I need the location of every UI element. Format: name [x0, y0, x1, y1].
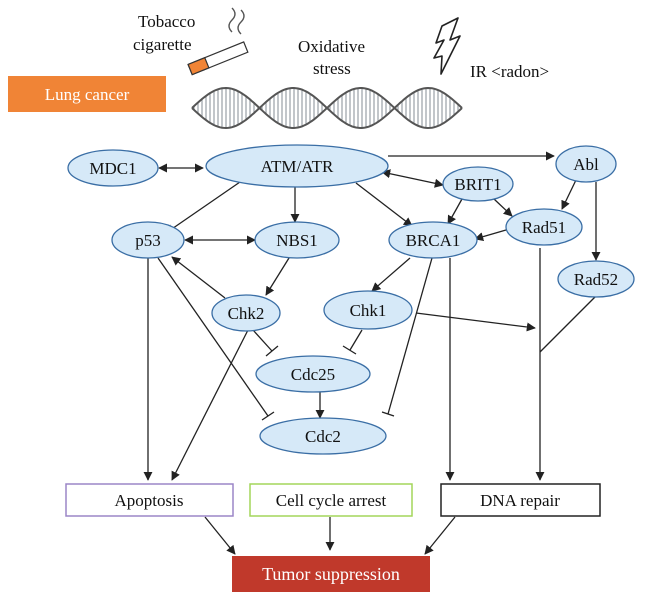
edge-atm-brca1: [355, 182, 413, 227]
tumor-suppression-label: Tumor suppression: [262, 564, 400, 584]
node-brit1-label: BRIT1: [454, 175, 501, 194]
node-abl-label: Abl: [573, 155, 599, 174]
node-cdc25: Cdc25: [255, 355, 371, 393]
edge-chk2-cdc25-bar: [265, 345, 279, 357]
lightning-icon: [433, 17, 461, 75]
tumor-suppression-box: Tumor suppression: [232, 556, 430, 592]
edge-brit1-rad51: [493, 198, 513, 217]
edge-chk2-apoptosis: [171, 329, 249, 481]
node-brca1-label: BRCA1: [406, 231, 461, 250]
edge-brca1-cdc2: [387, 257, 433, 415]
node-chk1-label: Chk1: [350, 301, 387, 320]
edge-chk1-right: [415, 312, 536, 332]
apoptosis-label: Apoptosis: [115, 491, 184, 510]
tobacco-label-line2: cigarette: [133, 35, 192, 54]
oxidative-label-line2: stress: [313, 59, 351, 78]
cell-cycle-arrest-label: Cell cycle arrest: [276, 491, 387, 510]
edge-brca1-chk1: [371, 257, 411, 292]
node-chk2: Chk2: [211, 294, 281, 332]
node-abl: Abl: [555, 145, 617, 183]
edge-nbs1-chk2: [265, 257, 290, 296]
edge-p53-cdc2-bar: [261, 411, 275, 421]
edge-chk1-cdc25: [349, 329, 363, 351]
node-atm-atr-label: ATM/ATR: [261, 157, 334, 176]
edge-chk1-cdc25-bar: [342, 345, 357, 355]
edge-chk2-cdc25: [252, 329, 273, 352]
edge-rad52-join: [539, 295, 597, 353]
node-atm-atr: ATM/ATR: [205, 144, 389, 188]
edge-atm-p53: [165, 181, 241, 234]
dna-repair-label: DNA repair: [480, 491, 560, 510]
edge-chk2-p53: [171, 256, 226, 299]
edge-brca1-cdc2-bar: [381, 411, 395, 417]
node-nbs1: NBS1: [254, 221, 340, 259]
tobacco-label-line1: Tobacco: [138, 12, 195, 31]
outcome-apoptosis: Apoptosis: [65, 483, 234, 517]
node-p53-label: p53: [135, 231, 161, 250]
cigarette-icon: [187, 7, 249, 76]
node-nbs1-label: NBS1: [276, 231, 318, 250]
radiation-label: IR <radon>: [470, 62, 549, 81]
outcome-dna-repair: DNA repair: [440, 483, 601, 517]
node-cdc2: Cdc2: [259, 417, 387, 455]
edge-p53-cdc2: [157, 257, 269, 417]
node-rad51-label: Rad51: [522, 218, 566, 237]
node-cdc2-label: Cdc2: [305, 427, 341, 446]
dna-helix-icon: [191, 86, 463, 130]
edge-dnarepair-tumor: [424, 516, 456, 555]
edge-apoptosis-tumor: [204, 516, 236, 555]
node-cdc25-label: Cdc25: [291, 365, 335, 384]
oxidative-label-line1: Oxidative: [298, 37, 365, 56]
edge-rad51-brca1: [474, 229, 507, 242]
node-rad51: Rad51: [505, 208, 583, 246]
edge-atm-brit1: [381, 169, 444, 188]
outcome-cell-cycle-arrest: Cell cycle arrest: [249, 483, 413, 517]
node-chk2-label: Chk2: [228, 304, 265, 323]
lung-cancer-box: [8, 76, 166, 112]
nodes: MDC1 ATM/ATR Abl BRIT1 p53 NBS1 BRCA1 R: [67, 144, 635, 455]
node-mdc1: MDC1: [67, 149, 159, 187]
edge-abl-rad51: [561, 179, 577, 210]
node-brit1: BRIT1: [442, 166, 514, 202]
node-mdc1-label: MDC1: [89, 159, 136, 178]
node-brca1: BRCA1: [388, 221, 478, 259]
node-chk1: Chk1: [323, 290, 413, 330]
node-p53: p53: [111, 221, 185, 259]
edge-brit1-brca1: [447, 198, 463, 225]
node-rad52: Rad52: [557, 260, 635, 298]
lung-cancer-label: Lung cancer: [45, 85, 130, 104]
node-rad52-label: Rad52: [574, 270, 618, 289]
edges: [143, 151, 601, 555]
